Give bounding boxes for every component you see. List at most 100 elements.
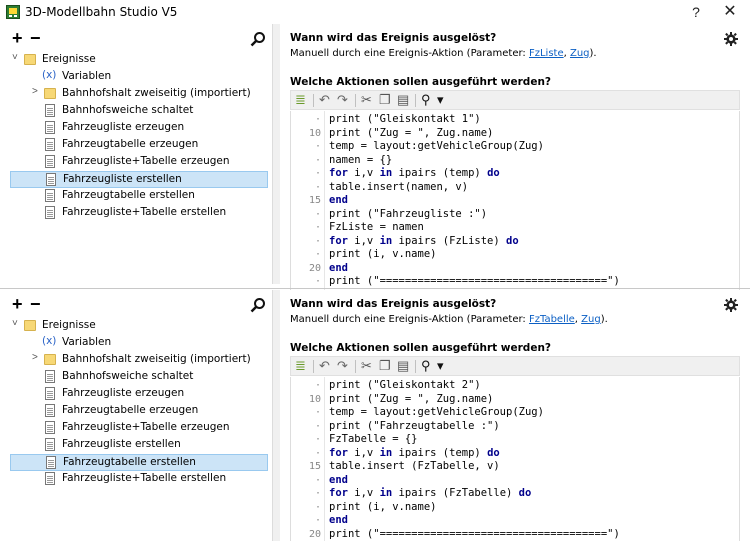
code-text: print ("Zug = ", Zug.name) [329,393,493,407]
tree-item[interactable]: Fahrzeugtabelle erzeugen [0,403,268,420]
splitter[interactable] [272,24,280,284]
tree-item[interactable]: Fahrzeugtabelle erstellen [0,188,268,205]
tree-item[interactable]: ˅Ereignisse [0,52,268,69]
code-line: ·end [291,474,739,488]
tree-item[interactable]: Fahrzeugliste erstellen [10,171,268,188]
tree-item[interactable]: Fahrzeugliste+Tabelle erzeugen [0,154,268,171]
script-icon [45,387,55,400]
toolbar-separator [313,360,314,373]
tree-item[interactable]: Fahrzeugliste+Tabelle erstellen [0,205,268,222]
trigger-description-prefix: Manuell durch eine Ereignis-Aktion (Para… [290,314,529,325]
undo-icon[interactable]: ↶ [319,358,330,373]
add-button[interactable]: + [12,294,23,314]
event-details-panel: Wann wird das Ereignis ausgelöst? Manuell… [280,290,750,541]
trigger-question-title: Wann wird das Ereignis ausgelöst? [290,298,497,310]
search-icon[interactable] [250,31,266,47]
search-icon[interactable]: ⚲ [421,92,431,107]
chevron-down-icon[interactable]: ˅ [12,318,18,329]
search-icon[interactable]: ⚲ [421,358,431,373]
tree-item[interactable]: Fahrzeugliste erstellen [0,437,268,454]
line-number: · [314,181,321,193]
redo-icon[interactable]: ↷ [337,358,348,373]
parameter-link[interactable]: Zug [569,48,590,59]
remove-button[interactable]: − [30,294,41,314]
help-button[interactable]: ? [692,4,700,20]
code-keyword: do [487,167,500,179]
line-number-gutter [291,111,325,290]
tree-item[interactable]: Fahrzeugtabelle erzeugen [0,137,268,154]
code-keyword: end [329,194,348,206]
tree-item[interactable]: (x)Variablen [0,69,268,86]
undo-icon[interactable]: ↶ [319,92,330,107]
event-tree-panel: +− ˅Ereignisse(x)Variablen>Bahnhofshalt z… [0,290,272,541]
chevron-down-icon[interactable]: ▾ [437,358,444,373]
add-button[interactable]: + [12,28,23,48]
gear-icon[interactable] [724,32,738,46]
redo-icon[interactable]: ↷ [337,92,348,107]
code-line: ·namen = {} [291,154,739,168]
line-number: · [314,114,321,125]
chevron-right-icon[interactable]: > [32,352,38,363]
code-text: namen = {} [329,154,392,168]
gear-icon[interactable] [724,298,738,312]
tree-item[interactable]: Fahrzeugliste+Tabelle erzeugen [0,420,268,437]
paste-icon[interactable]: ▤ [397,358,410,373]
chevron-right-icon[interactable]: > [32,86,38,97]
tree-item[interactable]: ˅Ereignisse [0,318,268,335]
indent-icon[interactable]: ≣ [295,92,306,107]
tree-item[interactable]: Fahrzeugliste+Tabelle erstellen [0,471,268,488]
code-token: table.insert(namen, v) [329,180,469,193]
script-icon [45,206,55,219]
line-number: · [314,276,321,287]
line-number: · [314,407,321,418]
cut-icon[interactable]: ✂ [361,358,372,373]
code-token: print ("================================… [329,527,620,540]
code-line: ·print (i, v.name) [291,248,739,262]
toolbar-separator [415,360,416,373]
copy-icon[interactable]: ❐ [379,92,391,107]
tree-item[interactable]: >Bahnhofshalt zweiseitig (importiert) [0,86,268,103]
tree-item[interactable]: Fahrzeugtabelle erstellen [10,454,268,471]
script-icon [45,155,55,168]
indent-icon[interactable]: ≣ [295,358,306,373]
chevron-down-icon[interactable]: ˅ [12,52,18,63]
variable-icon: (x) [42,69,57,81]
remove-button[interactable]: − [30,28,41,48]
line-number: · [314,208,321,220]
line-number: · [314,235,321,247]
tree-item[interactable]: Fahrzeugliste erzeugen [0,386,268,403]
tree-item[interactable]: Bahnhofsweiche schaltet [0,369,268,386]
line-number: 15 [308,461,321,472]
code-keyword: for [329,234,348,247]
code-line: ·print ("Fahrzeugtabelle :") [291,420,739,434]
code-token: print (i, v.name) [329,248,437,260]
actions-title: Welche Aktionen sollen ausgeführt werden… [290,342,552,354]
cut-icon[interactable]: ✂ [361,92,372,107]
tree-item[interactable]: (x)Variablen [0,335,268,352]
chevron-down-icon[interactable]: ▾ [437,92,444,107]
parameter-link[interactable]: FzTabelle [528,314,575,325]
code-token: temp = layout:getVehicleGroup(Zug) [329,406,544,418]
line-number: 20 [308,262,321,274]
tree-item-label: Fahrzeugliste+Tabelle erstellen [62,472,227,484]
paste-icon[interactable]: ▤ [397,92,410,107]
code-text: end [329,474,348,488]
tree-item-label: Fahrzeugliste erzeugen [62,387,185,399]
tree-item[interactable]: Bahnhofsweiche schaltet [0,103,268,120]
code-line: ·for i,v in ipairs (temp) do [291,167,739,181]
parameter-link[interactable]: Zug [581,314,601,325]
tree-item[interactable]: >Bahnhofshalt zweiseitig (importiert) [0,352,268,369]
code-token: print ("Fahrzeugliste :") [329,207,488,220]
copy-icon[interactable]: ❐ [379,358,391,373]
splitter[interactable] [272,290,280,541]
parameter-link[interactable]: FzListe [528,48,564,59]
tree-item[interactable]: Fahrzeugliste erzeugen [0,120,268,137]
script-icon [45,121,55,134]
code-text: for i,v in ipairs (FzTabelle) do [329,487,531,501]
close-button[interactable]: ✕ [723,3,737,20]
script-icon [45,472,55,485]
code-text: for i,v in ipairs (temp) do [329,447,500,461]
search-icon[interactable] [250,297,266,313]
